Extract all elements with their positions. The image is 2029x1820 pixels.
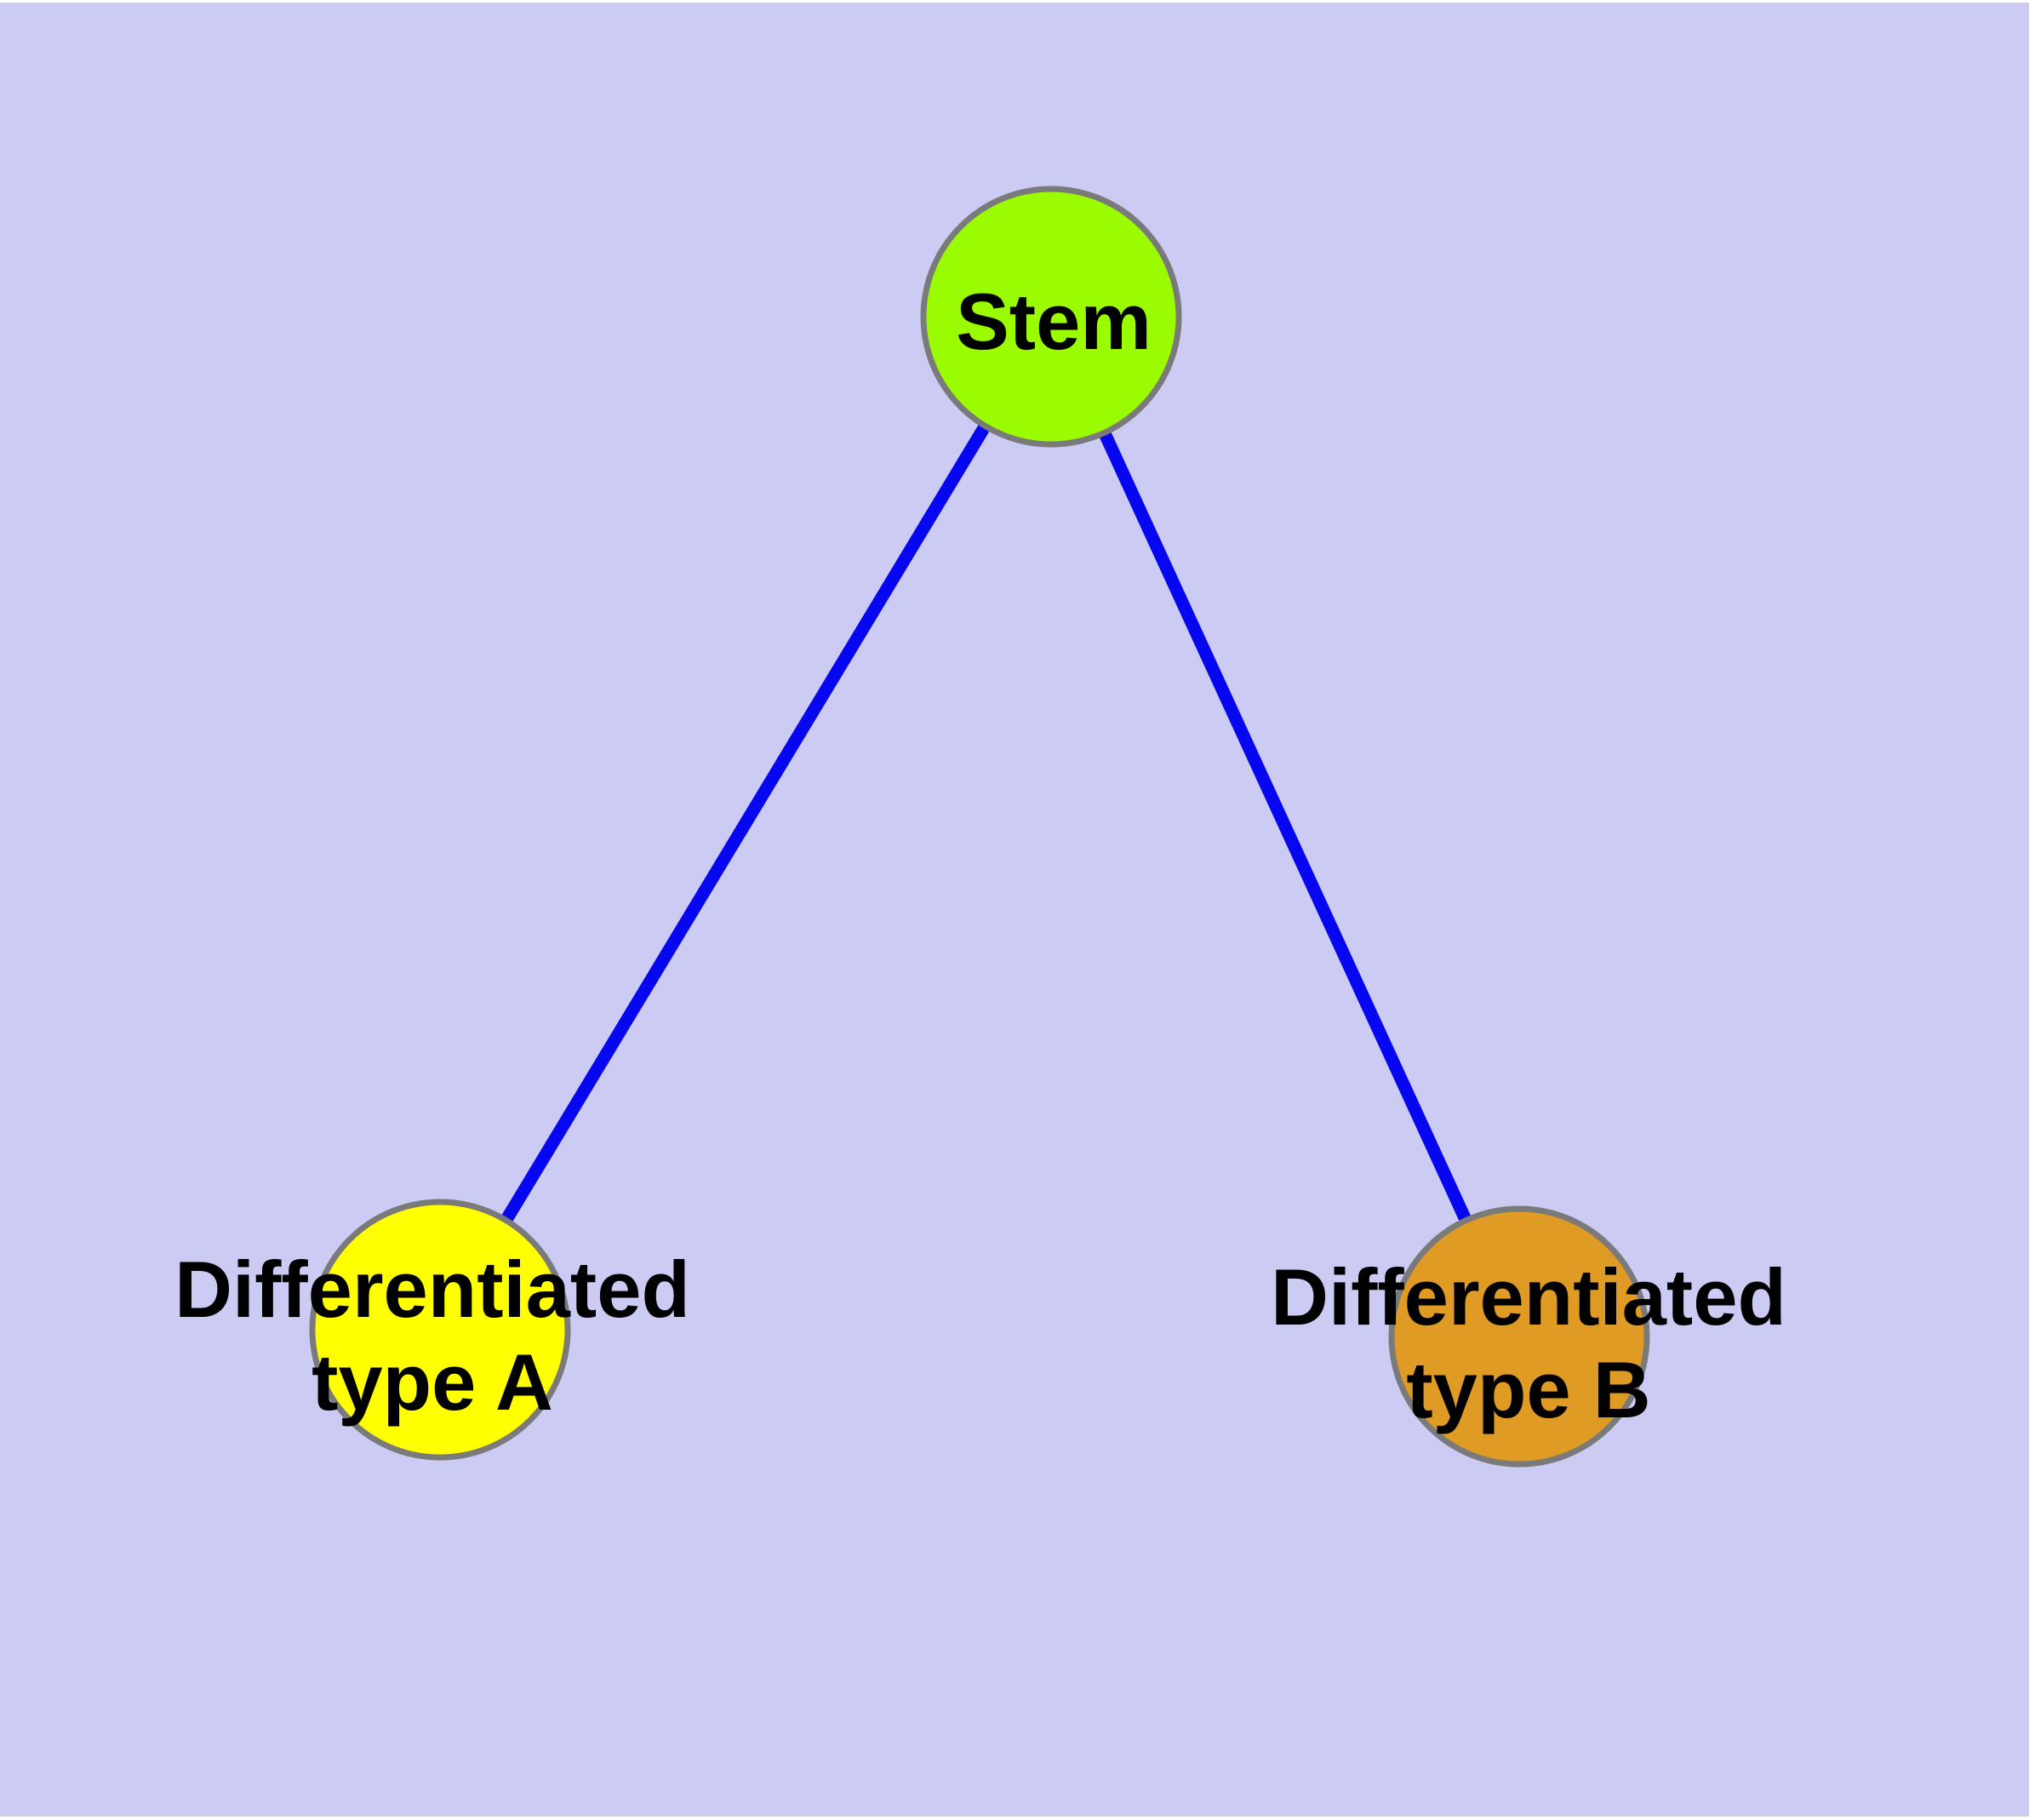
node-differentiated-type-a-label-line1: Differentiated (174, 1245, 690, 1334)
edge-stem-to-type-b (1045, 313, 1525, 1340)
node-differentiated-type-a-label-line2: type A (311, 1337, 553, 1427)
node-differentiated-type-b-label-line2: type B (1406, 1345, 1650, 1434)
node-differentiated-type-b-label-line1: Differentiated (1271, 1252, 1786, 1342)
node-differentiated-type-b-circle (1388, 1205, 1650, 1468)
node-stem-label: Stem (956, 277, 1152, 366)
edge-stem-to-type-a (434, 313, 1057, 1333)
node-stem-circle (920, 186, 1182, 448)
node-differentiated-type-a-circle (309, 1199, 571, 1461)
